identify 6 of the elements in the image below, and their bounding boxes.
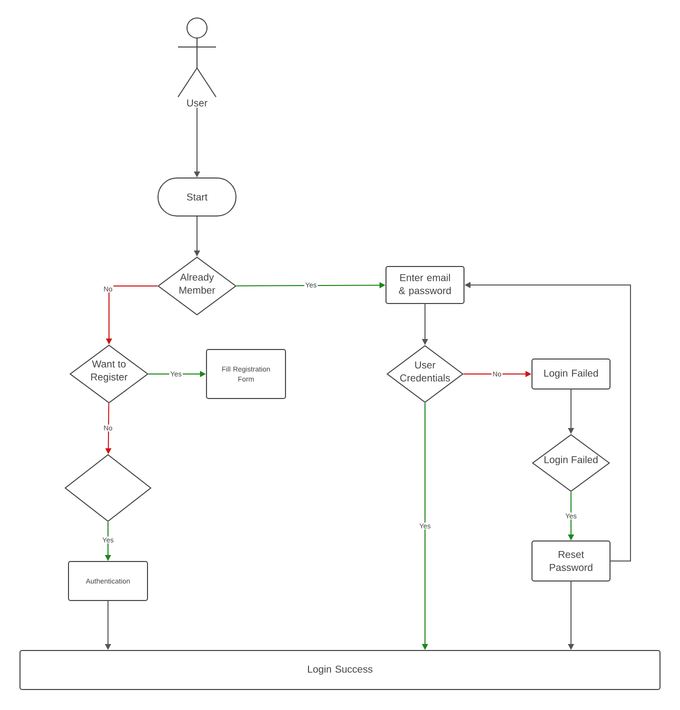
process-box: Reset Password <box>532 540 610 582</box>
actor-label: User <box>187 100 208 106</box>
process-box: Enter email & password <box>386 266 464 304</box>
start-terminal: Start <box>158 178 236 216</box>
process-box: Login Failed <box>532 358 610 390</box>
process-box: Login Success <box>20 650 660 690</box>
